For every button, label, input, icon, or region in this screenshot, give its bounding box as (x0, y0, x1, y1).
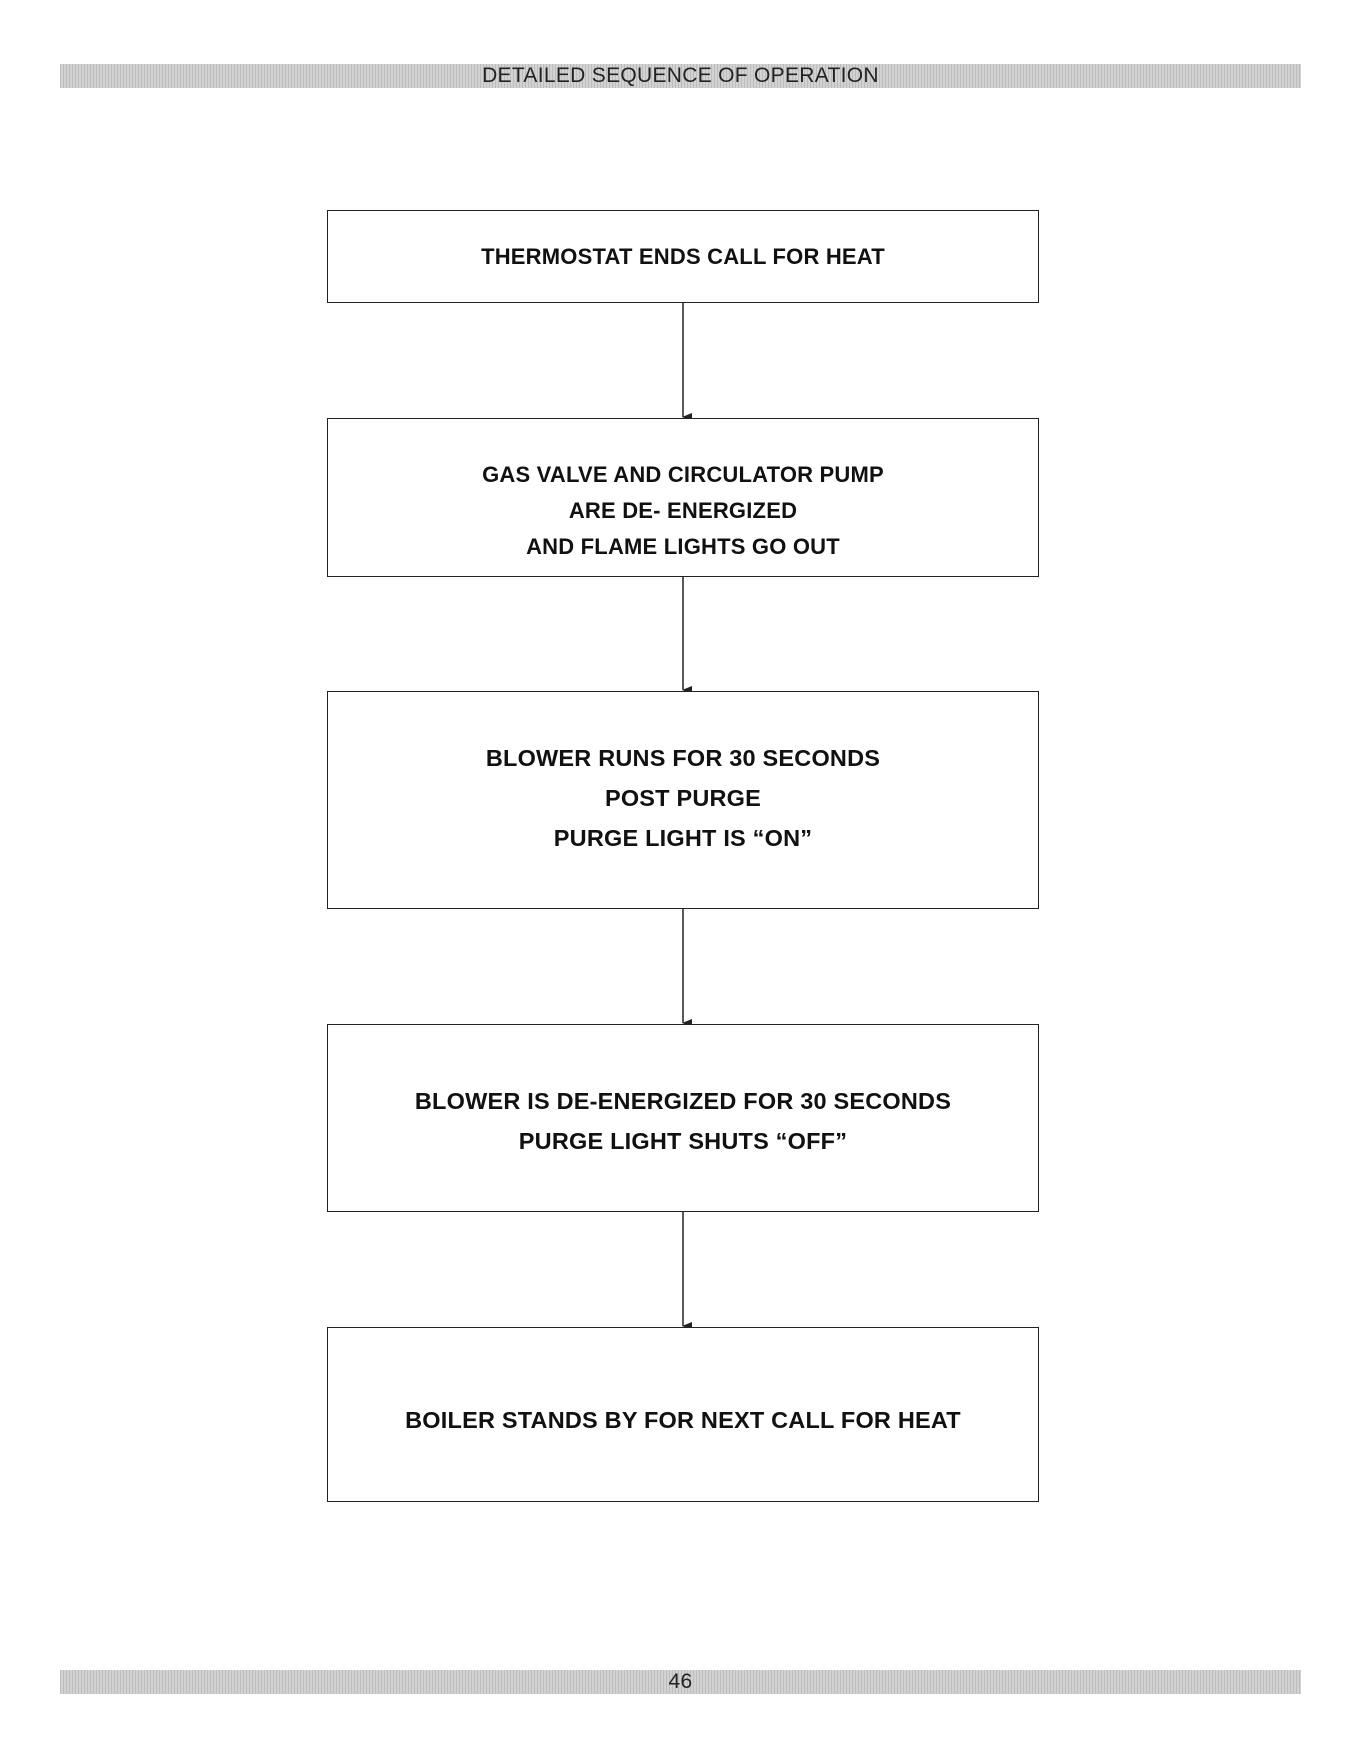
flow-step-gas-valve-de-energized: GAS VALVE AND CIRCULATOR PUMP ARE DE- EN… (327, 418, 1039, 577)
flow-step-text: ARE DE- ENERGIZED (569, 493, 797, 529)
flow-step-text: THERMOSTAT ENDS CALL FOR HEAT (481, 239, 885, 275)
page-number: 46 (669, 1670, 693, 1694)
page-header-band: DETAILED SEQUENCE OF OPERATION (60, 64, 1301, 88)
flow-step-blower-post-purge: BLOWER RUNS FOR 30 SECONDS POST PURGE PU… (327, 691, 1039, 909)
page-header-title: DETAILED SEQUENCE OF OPERATION (482, 64, 879, 88)
flow-step-text: PURGE LIGHT IS “ON” (554, 818, 812, 858)
flow-step-thermostat-ends-call: THERMOSTAT ENDS CALL FOR HEAT (327, 210, 1039, 303)
flow-step-text: POST PURGE (605, 778, 761, 818)
flow-step-text: AND FLAME LIGHTS GO OUT (526, 529, 840, 565)
page-footer-band: 46 (60, 1670, 1301, 1694)
flow-step-boiler-stands-by: BOILER STANDS BY FOR NEXT CALL FOR HEAT (327, 1327, 1039, 1502)
flow-step-text: BLOWER RUNS FOR 30 SECONDS (486, 738, 880, 778)
flow-step-text: BLOWER IS DE-ENERGIZED FOR 30 SECONDS (415, 1081, 951, 1121)
flow-step-text: BOILER STANDS BY FOR NEXT CALL FOR HEAT (405, 1400, 961, 1440)
flow-step-blower-de-energized: BLOWER IS DE-ENERGIZED FOR 30 SECONDS PU… (327, 1024, 1039, 1212)
flow-step-text: GAS VALVE AND CIRCULATOR PUMP (482, 457, 884, 493)
flow-step-text: PURGE LIGHT SHUTS “OFF” (519, 1121, 847, 1161)
